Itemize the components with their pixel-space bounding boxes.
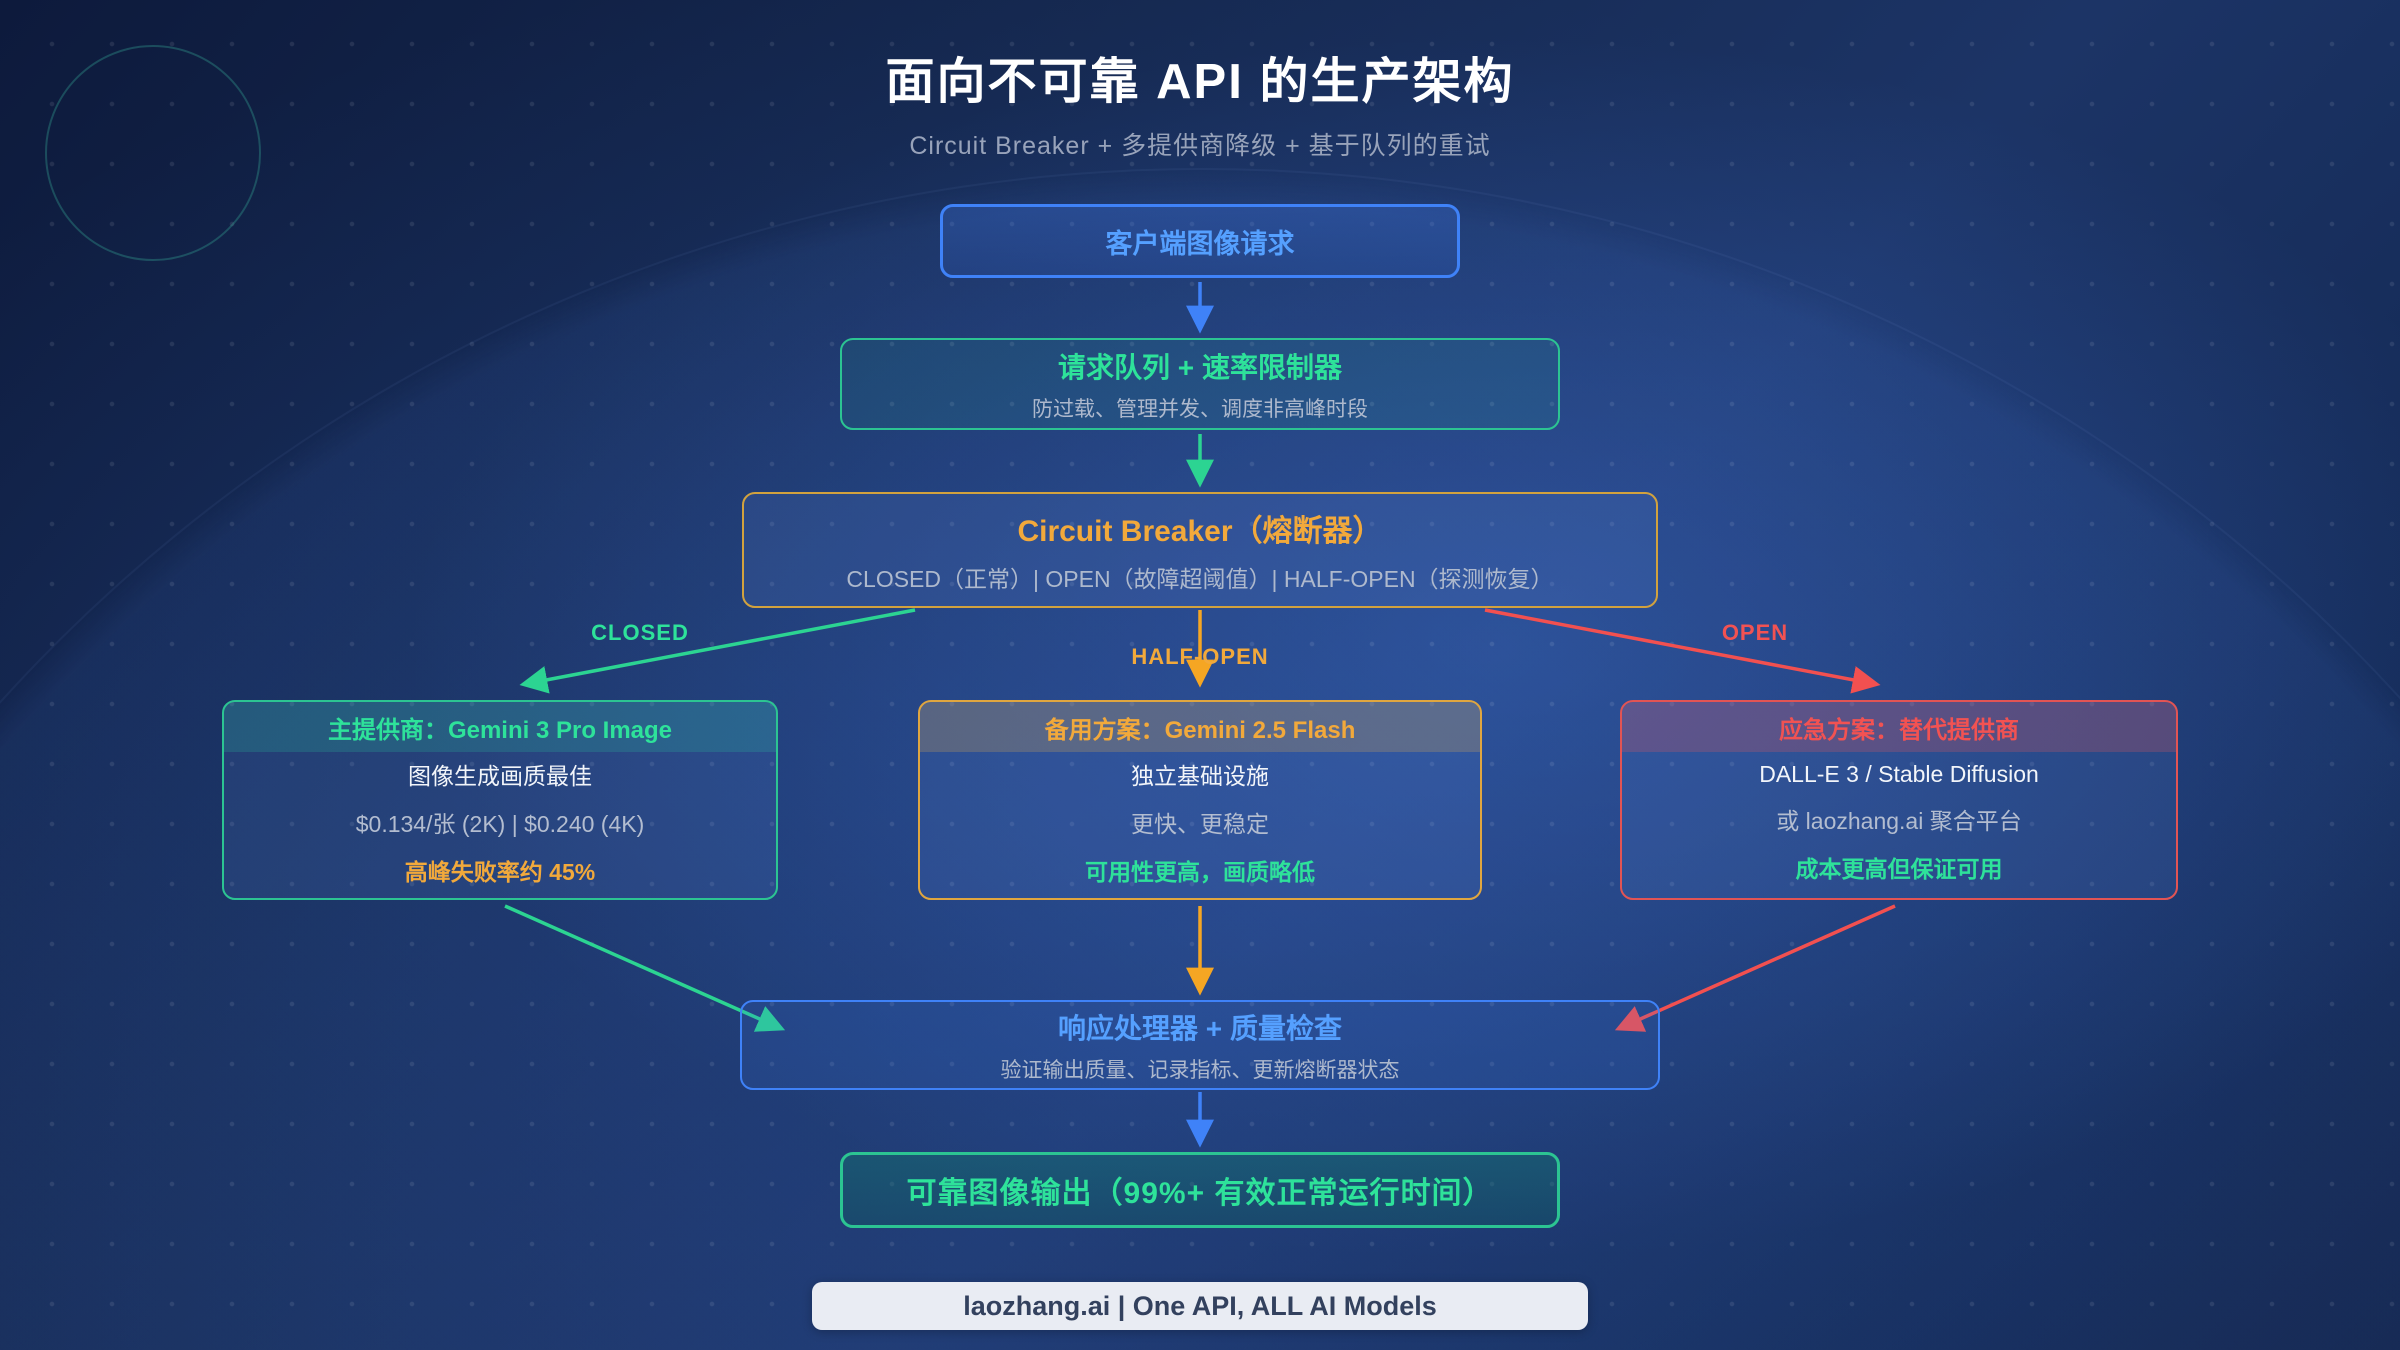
arrow-emergency-to-processor xyxy=(1614,904,1896,1032)
fallback-provider-availability: 可用性更高，画质略低 xyxy=(1085,859,1315,885)
request-queue-title: 请求队列 + 速率限制器 xyxy=(1058,351,1342,383)
arrow-primary-to-processor xyxy=(504,904,786,1032)
primary-provider-pricing: $0.134/张 (2K) | $0.240 (4K) xyxy=(355,811,645,837)
emergency-provider-body: DALL-E 3 / Stable Diffusion 或 laozhang.a… xyxy=(1622,752,2176,898)
arrow-open-branch xyxy=(1484,608,1881,694)
emergency-provider-models: DALL-E 3 / Stable Diffusion xyxy=(1759,760,2039,787)
circuit-breaker-title: Circuit Breaker（熔断器） xyxy=(1017,515,1383,548)
fallback-provider-speed: 更快、更稳定 xyxy=(1131,811,1269,837)
circuit-breaker-states: CLOSED（正常）| OPEN（故障超阈值）| HALF-OPEN（探测恢复） xyxy=(846,566,1554,592)
node-client-request: 客户端图像请求 xyxy=(940,204,1460,278)
primary-provider-quality: 图像生成画质最佳 xyxy=(408,763,592,789)
node-response-processor: 响应处理器 + 质量检查 验证输出质量、记录指标、更新熔断器状态 xyxy=(740,1000,1660,1090)
node-reliable-output: 可靠图像输出（99%+ 有效正常运行时间） xyxy=(840,1152,1560,1228)
node-request-queue: 请求队列 + 速率限制器 防过载、管理并发、调度非高峰时段 xyxy=(840,338,1560,430)
primary-provider-body: 图像生成画质最佳 $0.134/张 (2K) | $0.240 (4K) 高峰失… xyxy=(224,752,776,898)
request-queue-subtitle: 防过载、管理并发、调度非高峰时段 xyxy=(1032,397,1368,421)
edge-label-open: OPEN xyxy=(1721,620,1789,645)
client-request-title: 客户端图像请求 xyxy=(1105,228,1295,259)
reliable-output-title: 可靠图像输出（99%+ 有效正常运行时间） xyxy=(906,1177,1494,1210)
arrow-closed-branch xyxy=(519,608,916,694)
emergency-provider-header: 应急方案：替代提供商 xyxy=(1622,702,2176,752)
node-circuit-breaker: Circuit Breaker（熔断器） CLOSED（正常）| OPEN（故障… xyxy=(742,492,1658,608)
footer-brand-badge: laozhang.ai | One API, ALL AI Models xyxy=(812,1282,1588,1330)
fallback-provider-body: 独立基础设施 更快、更稳定 可用性更高，画质略低 xyxy=(920,752,1480,898)
page-title: 面向不可靠 API 的生产架构 xyxy=(885,55,1515,109)
primary-provider-failure-rate: 高峰失败率约 45% xyxy=(404,859,596,885)
card-fallback-provider: 备用方案：Gemini 2.5 Flash 独立基础设施 更快、更稳定 可用性更… xyxy=(918,700,1482,900)
circle-decoration xyxy=(45,45,261,261)
emergency-provider-cost: 成本更高但保证可用 xyxy=(1795,855,2003,882)
page-subtitle: Circuit Breaker + 多提供商降级 + 基于队列的重试 xyxy=(909,132,1491,160)
edge-label-half-open: HALF-OPEN xyxy=(1131,644,1269,669)
response-processor-title: 响应处理器 + 质量检查 xyxy=(1058,1012,1342,1044)
response-processor-subtitle: 验证输出质量、记录指标、更新熔断器状态 xyxy=(1000,1058,1400,1082)
emergency-provider-platform: 或 laozhang.ai 聚合平台 xyxy=(1776,807,2022,834)
card-emergency-provider: 应急方案：替代提供商 DALL-E 3 / Stable Diffusion 或… xyxy=(1620,700,2178,900)
fallback-provider-header: 备用方案：Gemini 2.5 Flash xyxy=(920,702,1480,752)
fallback-provider-infra: 独立基础设施 xyxy=(1131,763,1269,789)
edge-label-closed: CLOSED xyxy=(591,620,689,645)
primary-provider-header: 主提供商：Gemini 3 Pro Image xyxy=(224,702,776,752)
card-primary-provider: 主提供商：Gemini 3 Pro Image 图像生成画质最佳 $0.134/… xyxy=(222,700,778,900)
